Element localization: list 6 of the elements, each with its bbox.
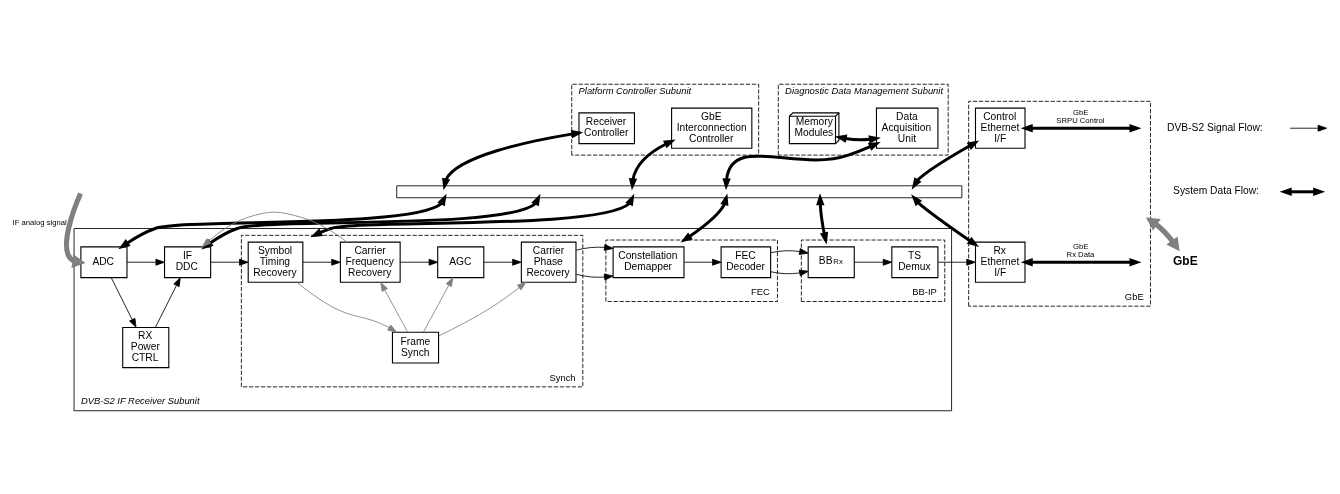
legend-label: System Data Flow: [1173, 184, 1259, 196]
legend-label: DVB-S2 Signal Flow: [1167, 121, 1263, 133]
edge-label: IF analog signal [12, 217, 67, 227]
edge-label: GbE Rx Data [1066, 241, 1095, 259]
edge-label: GbE SRPU Control [1056, 107, 1105, 125]
node-text: GbE [1173, 253, 1198, 268]
